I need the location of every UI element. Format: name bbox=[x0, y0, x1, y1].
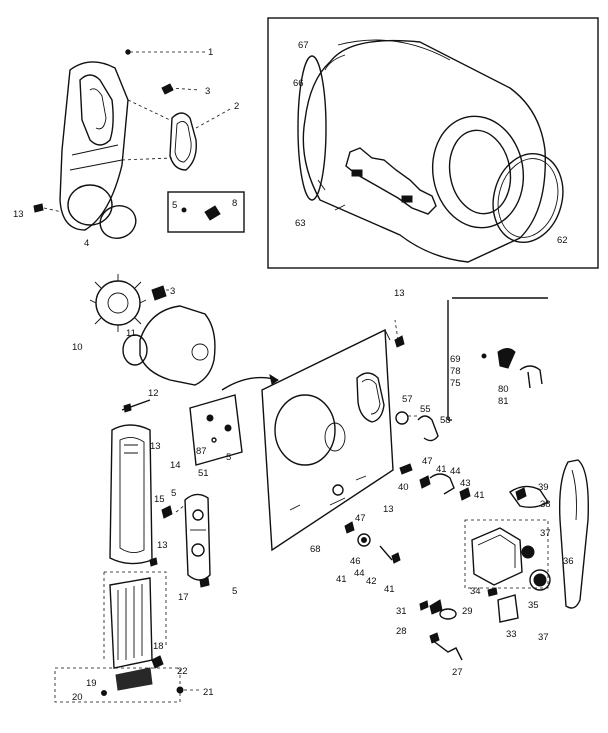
thermostat-plate bbox=[175, 493, 211, 588]
callout-41: 41 bbox=[336, 574, 347, 585]
callout-11: 11 bbox=[126, 328, 136, 339]
callout-37: 37 bbox=[540, 528, 551, 539]
callout-38: 38 bbox=[540, 499, 551, 510]
callout-80: 80 bbox=[498, 384, 509, 395]
drum-assembly-inset bbox=[267, 17, 599, 269]
callout-41: 41 bbox=[384, 584, 395, 595]
callout-13: 13 bbox=[383, 504, 394, 515]
callout-3: 3 bbox=[170, 286, 175, 297]
blower-assembly bbox=[89, 274, 216, 386]
callout-66: 66 bbox=[293, 78, 304, 89]
callout-67: 67 bbox=[298, 40, 309, 51]
latch-parts-group bbox=[395, 297, 548, 442]
callout-51: 51 bbox=[198, 468, 209, 479]
callout-78: 78 bbox=[450, 366, 461, 377]
callout-75: 75 bbox=[450, 378, 461, 389]
callout-40: 40 bbox=[398, 482, 409, 493]
rear-bulkhead bbox=[221, 319, 405, 552]
callout-15: 15 bbox=[154, 494, 165, 505]
small-hardware bbox=[344, 463, 471, 564]
callout-29: 29 bbox=[462, 606, 473, 617]
motor-bracket-87 bbox=[189, 394, 243, 466]
callout-17: 17 bbox=[178, 592, 189, 603]
callout-5: 5 bbox=[232, 586, 237, 597]
callout-34: 34 bbox=[470, 586, 481, 597]
callout-68: 68 bbox=[310, 544, 321, 555]
callout-62: 62 bbox=[557, 235, 568, 246]
callout-8: 8 bbox=[232, 198, 237, 209]
callout-63: 63 bbox=[295, 218, 306, 229]
heating-element bbox=[54, 571, 202, 703]
callout-22: 22 bbox=[177, 666, 188, 677]
callout-36: 36 bbox=[563, 556, 574, 567]
callout-3: 3 bbox=[205, 86, 210, 97]
callout-47: 47 bbox=[355, 513, 366, 524]
callout-labels: 1 3 2 13 4 5 8 67 66 63 62 3 10 11 13 69… bbox=[13, 40, 574, 703]
callout-46: 46 bbox=[350, 556, 361, 567]
drive-motor-group bbox=[419, 459, 589, 661]
front-bulkhead-group bbox=[33, 49, 245, 239]
callout-27: 27 bbox=[452, 667, 463, 678]
callout-4: 4 bbox=[84, 238, 89, 249]
callout-14: 14 bbox=[170, 460, 181, 471]
callout-31: 31 bbox=[396, 606, 407, 617]
callout-47: 47 bbox=[422, 456, 433, 467]
callout-10: 10 bbox=[72, 342, 83, 353]
callout-5: 5 bbox=[226, 452, 231, 463]
callout-33: 33 bbox=[506, 629, 517, 640]
callout-57: 57 bbox=[402, 394, 413, 405]
callout-21: 21 bbox=[203, 687, 214, 698]
callout-2: 2 bbox=[234, 101, 239, 112]
callout-41: 41 bbox=[474, 490, 485, 501]
callout-1: 1 bbox=[208, 47, 213, 58]
callout-69: 69 bbox=[450, 354, 461, 365]
callout-44: 44 bbox=[354, 568, 365, 579]
callout-41: 41 bbox=[436, 464, 447, 475]
callout-5: 5 bbox=[172, 200, 177, 211]
callout-35: 35 bbox=[528, 600, 539, 611]
callout-44: 44 bbox=[450, 466, 461, 477]
callout-12: 12 bbox=[148, 388, 159, 399]
callout-87: 87 bbox=[196, 446, 207, 457]
callout-81: 81 bbox=[498, 396, 509, 407]
callout-43: 43 bbox=[460, 478, 471, 489]
callout-13: 13 bbox=[394, 288, 405, 299]
callout-13: 13 bbox=[157, 540, 168, 551]
callout-58: 58 bbox=[440, 415, 451, 426]
callout-55: 55 bbox=[420, 404, 431, 415]
callout-42: 42 bbox=[366, 576, 377, 587]
callout-28: 28 bbox=[396, 626, 407, 637]
callout-5: 5 bbox=[171, 488, 176, 499]
callout-37: 37 bbox=[538, 632, 549, 643]
heater-housing bbox=[109, 399, 173, 567]
callout-18: 18 bbox=[153, 641, 164, 652]
callout-20: 20 bbox=[72, 692, 83, 703]
callout-13: 13 bbox=[13, 209, 24, 220]
callout-19: 19 bbox=[86, 678, 97, 689]
callout-39: 39 bbox=[538, 482, 549, 493]
callout-13: 13 bbox=[150, 441, 161, 452]
